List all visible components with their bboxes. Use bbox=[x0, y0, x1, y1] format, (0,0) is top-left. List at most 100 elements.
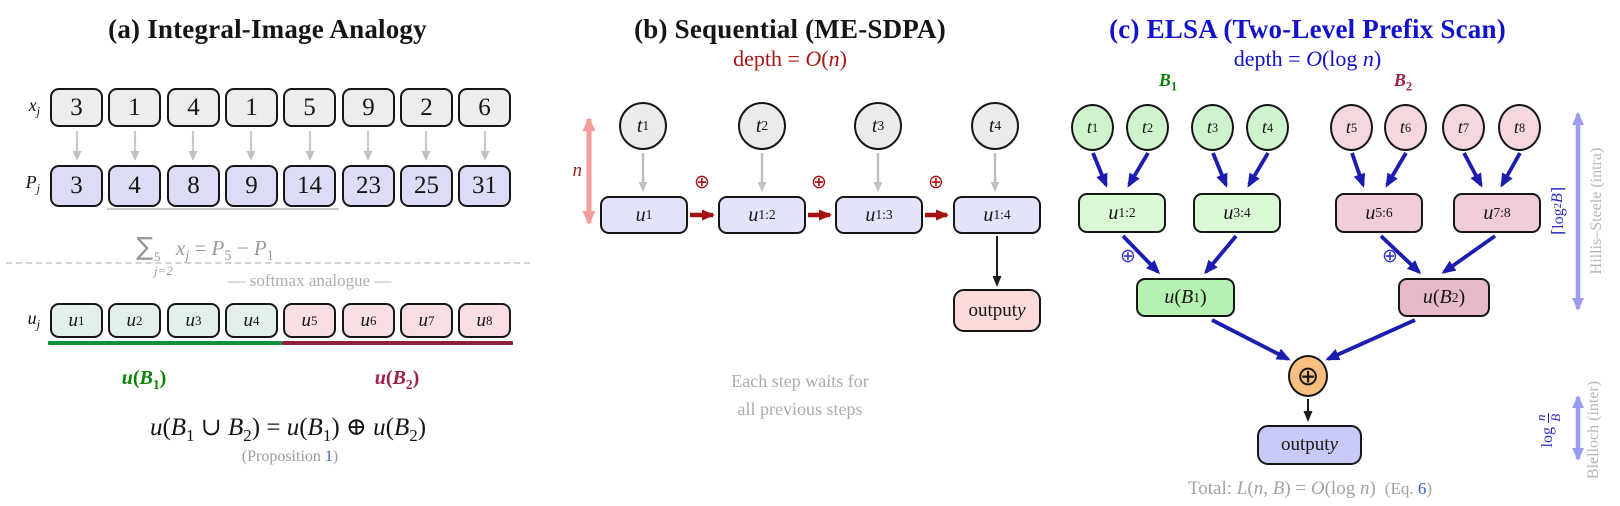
panel-b-depth-label: depth = O(n) bbox=[733, 46, 847, 71]
block1-label: B1 bbox=[1158, 70, 1178, 94]
arrow-t1-u12c bbox=[1091, 152, 1108, 188]
x-cell-1: 3 bbox=[50, 88, 103, 127]
arrow-t3-u34c bbox=[1211, 152, 1228, 188]
arrow-uB2-merge bbox=[1325, 318, 1416, 361]
eq-ref-number-link[interactable]: 6 bbox=[1417, 479, 1427, 498]
row-p-label: Pj bbox=[25, 172, 40, 196]
arrow-u34-uB1 bbox=[1204, 234, 1238, 275]
arrow-t4-u34c bbox=[1247, 152, 1270, 188]
intra-method-label: Hillis–Steele (intra) bbox=[1588, 147, 1605, 275]
sum-lower: j=2 bbox=[154, 262, 173, 278]
sum-x-sub: j bbox=[185, 248, 190, 265]
row-u-label: uj bbox=[27, 308, 40, 332]
oplus-icon: ⊕ bbox=[1382, 245, 1398, 267]
proposition-close: ) bbox=[332, 448, 339, 465]
note-line-2: all previous steps bbox=[737, 398, 863, 419]
inter-method-label: Blelloch (inter) bbox=[1585, 380, 1602, 480]
note-line-1: Each step waits for bbox=[731, 371, 869, 391]
separator-dashed-line bbox=[6, 262, 530, 264]
proposition-text: (Proposition bbox=[241, 448, 325, 465]
sum-upper: 5 bbox=[154, 249, 161, 264]
merge-oplus-icon: ⊕ bbox=[1296, 360, 1320, 392]
total-depth-formula: Total: L(n, B) = O(log n) bbox=[1187, 478, 1376, 499]
softmax-analogue-note: — softmax analogue — bbox=[228, 271, 392, 290]
block2-label: B2 bbox=[1393, 70, 1413, 94]
sum-range-underline bbox=[107, 208, 339, 210]
sum-p5: P bbox=[211, 236, 225, 260]
block2-aggregate-label: u(B2) bbox=[374, 367, 420, 392]
arrow-uB1-merge bbox=[1211, 318, 1291, 361]
x-cell-6: 9 bbox=[342, 88, 395, 127]
eq-ref-close: ) bbox=[1426, 479, 1432, 498]
oplus-icon: ⊕ bbox=[811, 171, 827, 193]
sequential-bottleneck-note: Each step waits for all previous steps bbox=[640, 368, 960, 424]
fraction-denominator: B bbox=[1547, 413, 1563, 422]
arrow-t7-u78c bbox=[1462, 152, 1483, 188]
oplus-icon: ⊕ bbox=[928, 171, 944, 193]
x-cell-8: 6 bbox=[458, 88, 511, 127]
p-cell-3: 8 bbox=[167, 165, 220, 207]
output-box-c: output y bbox=[1257, 425, 1362, 465]
panel-c-title: (c) ELSA (Two-Level Prefix Scan) bbox=[1109, 14, 1506, 44]
sum-p5-sub: 5 bbox=[224, 248, 232, 265]
x-cell-4: 1 bbox=[225, 88, 278, 127]
x-cell-3: 4 bbox=[167, 88, 220, 127]
x-cell-2: 1 bbox=[108, 88, 161, 127]
sequence-length-label: n bbox=[572, 160, 583, 181]
output-box-b: output y bbox=[953, 289, 1041, 332]
p-cell-4: 9 bbox=[225, 165, 278, 207]
sum-p1-sub: 1 bbox=[266, 248, 274, 265]
log-text: log bbox=[1539, 427, 1556, 448]
sigma-symbol: ∑ bbox=[136, 232, 154, 261]
panel-b-title: (b) Sequential (ME-SDPA) bbox=[634, 14, 946, 44]
sum-p1: P bbox=[253, 236, 267, 260]
x-cell-7: 2 bbox=[400, 88, 453, 127]
oplus-icon: ⊕ bbox=[1120, 245, 1136, 267]
sum-minus: − bbox=[236, 236, 249, 260]
sum-x: x bbox=[175, 236, 186, 260]
panel-a-title: (a) Integral-Image Analogy bbox=[108, 14, 427, 44]
merge-equation: u(B1 ∪ B2) = u(B1) ⊕ u(B2) bbox=[149, 414, 427, 445]
block2-underline bbox=[282, 341, 513, 345]
proposition-reference: (Proposition 1) bbox=[160, 448, 420, 466]
merge-oplus-node: ⊕ bbox=[1288, 355, 1328, 397]
proposition-number-link[interactable]: 1 bbox=[324, 448, 333, 465]
oplus-icon: ⊕ bbox=[694, 171, 710, 193]
arrow-t2-u12c bbox=[1127, 152, 1150, 188]
p-cell-6: 23 bbox=[342, 165, 395, 207]
panel-c-intra-arrows bbox=[1091, 152, 1522, 361]
x-cell-5: 5 bbox=[283, 88, 336, 127]
total-depth-summary: Total: L(n, B) = O(log n) (Eq. 6) bbox=[1100, 478, 1520, 500]
p-cell-5: 14 bbox=[283, 165, 336, 207]
eq-ref-text: (Eq. bbox=[1384, 479, 1418, 498]
p-cell-2: 4 bbox=[108, 165, 161, 207]
p-cell-7: 25 bbox=[400, 165, 453, 207]
